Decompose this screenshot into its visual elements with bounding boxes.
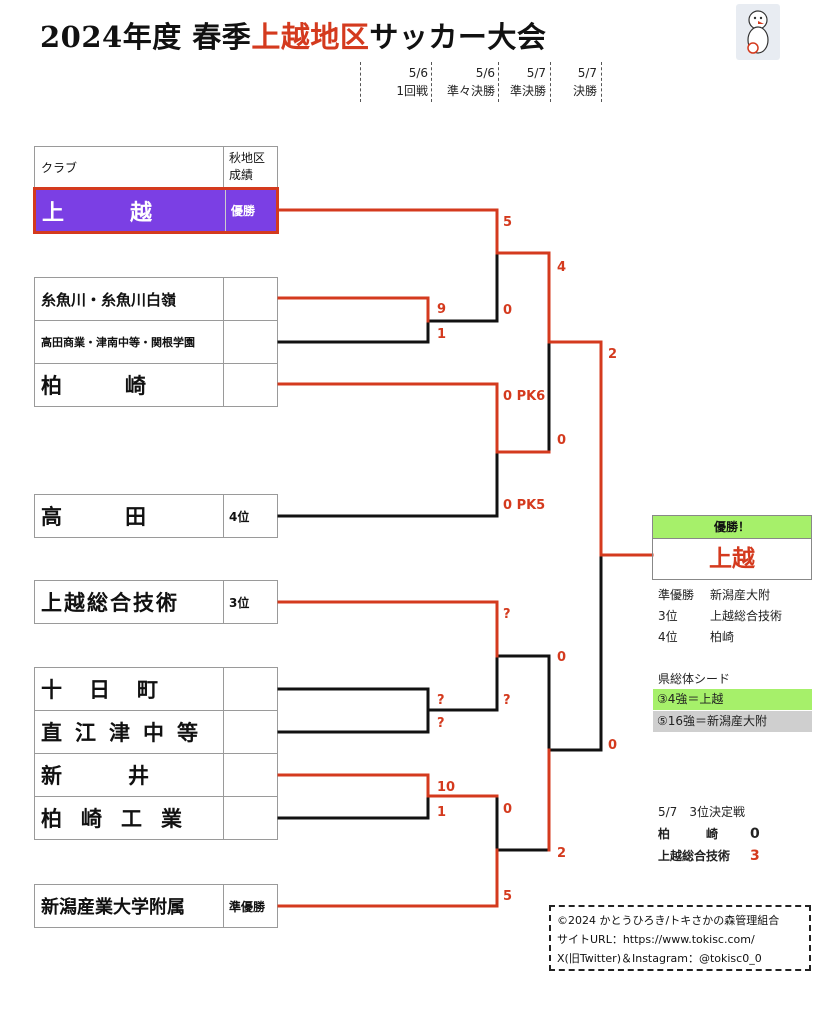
team-name: 柏 崎 <box>34 363 224 407</box>
score-label: ? <box>503 693 511 708</box>
score-label: 2 <box>608 347 618 362</box>
bracket-line <box>277 687 430 712</box>
team-name: 新潟産業大学附属 <box>34 884 224 928</box>
score-label: 10 <box>437 780 456 795</box>
score-label: ? <box>437 693 445 708</box>
team-result: 準優勝 <box>223 884 278 928</box>
seed-title: 県総体シード <box>658 672 731 686</box>
bracket-line <box>277 450 499 518</box>
team-result <box>223 710 278 754</box>
standings-list: 準優勝新潟産大附 3位上越総合技術 4位柏崎 <box>658 585 782 648</box>
score-label: 0 <box>503 802 513 817</box>
score-label: 0 <box>503 303 513 318</box>
team-result: 優勝 <box>225 190 276 231</box>
score-label: 1 <box>437 327 447 342</box>
divider <box>498 62 499 102</box>
standing-row: 準優勝新潟産大附 <box>658 588 771 602</box>
team-result <box>223 277 278 321</box>
page-title: 2024年度 春季上越地区サッカー大会 <box>40 20 547 54</box>
bracket-line <box>277 382 551 454</box>
credit-sns: X(旧Twitter)＆Instagram：@tokisc0_0 <box>557 952 762 965</box>
team-name: 高 田 <box>34 494 224 538</box>
team-name: 十 日 町 <box>34 667 224 711</box>
score-label: 0 <box>557 433 567 448</box>
team-result <box>223 796 278 840</box>
score-label: 4 <box>557 260 567 275</box>
bracket-line <box>277 296 430 323</box>
bracket-line <box>547 553 603 752</box>
score-label: 1 <box>437 805 447 820</box>
divider <box>601 62 602 102</box>
seed-item: ⑤16強＝新潟産大附 <box>653 711 812 732</box>
score-label: 0 <box>557 650 567 665</box>
team-name: 糸魚川・糸魚川白嶺 <box>34 277 224 321</box>
team-name: 柏崎工業 <box>34 796 224 840</box>
score-label: 0 PK6 <box>503 389 546 404</box>
bracket-line <box>277 794 430 820</box>
team-row-champion[interactable]: 上 越 優勝 <box>33 187 279 234</box>
seed-item: ③4強＝上越 <box>653 689 812 710</box>
bracket-line <box>277 600 499 658</box>
standing-row: 4位柏崎 <box>658 630 735 644</box>
score-label: 5 <box>503 215 513 230</box>
bracket-line <box>277 773 499 798</box>
team-result: 4位 <box>223 494 278 538</box>
team-result: 3位 <box>223 580 278 624</box>
team-result <box>223 753 278 797</box>
credit-line: ©2024 かとうひろき/トキさかの森管理組合 <box>557 914 780 927</box>
divider <box>431 62 432 102</box>
divider <box>550 62 551 102</box>
team-name: 新 井 <box>34 753 224 797</box>
winner-team: 上越 <box>652 538 812 580</box>
standing-row: 3位上越総合技術 <box>658 609 783 623</box>
winner-header: 優勝！ <box>652 515 812 539</box>
score-label: 5 <box>503 889 513 904</box>
team-result <box>223 363 278 407</box>
credit-box: ©2024 かとうひろき/トキさかの森管理組合 サイトURL：https://w… <box>549 905 811 971</box>
divider <box>360 62 361 102</box>
credit-url[interactable]: サイトURL：https://www.tokisc.com/ <box>557 933 755 946</box>
score-label: ? <box>503 607 511 622</box>
score-label: 0 <box>608 738 618 753</box>
bracket-line <box>277 848 499 908</box>
team-name: 上 越 <box>42 200 153 226</box>
score-label: 2 <box>557 846 567 861</box>
bracket-line <box>277 708 430 734</box>
third-place-title: 5/7 3位決定戦 <box>658 805 745 819</box>
team-name: 上越総合技術 <box>34 580 224 624</box>
score-label: 9 <box>437 302 447 317</box>
score-label: ? <box>437 716 445 731</box>
score-label: 0 PK5 <box>503 498 546 513</box>
bracket-line <box>277 319 430 344</box>
bracket-line <box>277 208 654 557</box>
bracket-line <box>426 654 499 712</box>
mascot-logo <box>736 4 780 60</box>
